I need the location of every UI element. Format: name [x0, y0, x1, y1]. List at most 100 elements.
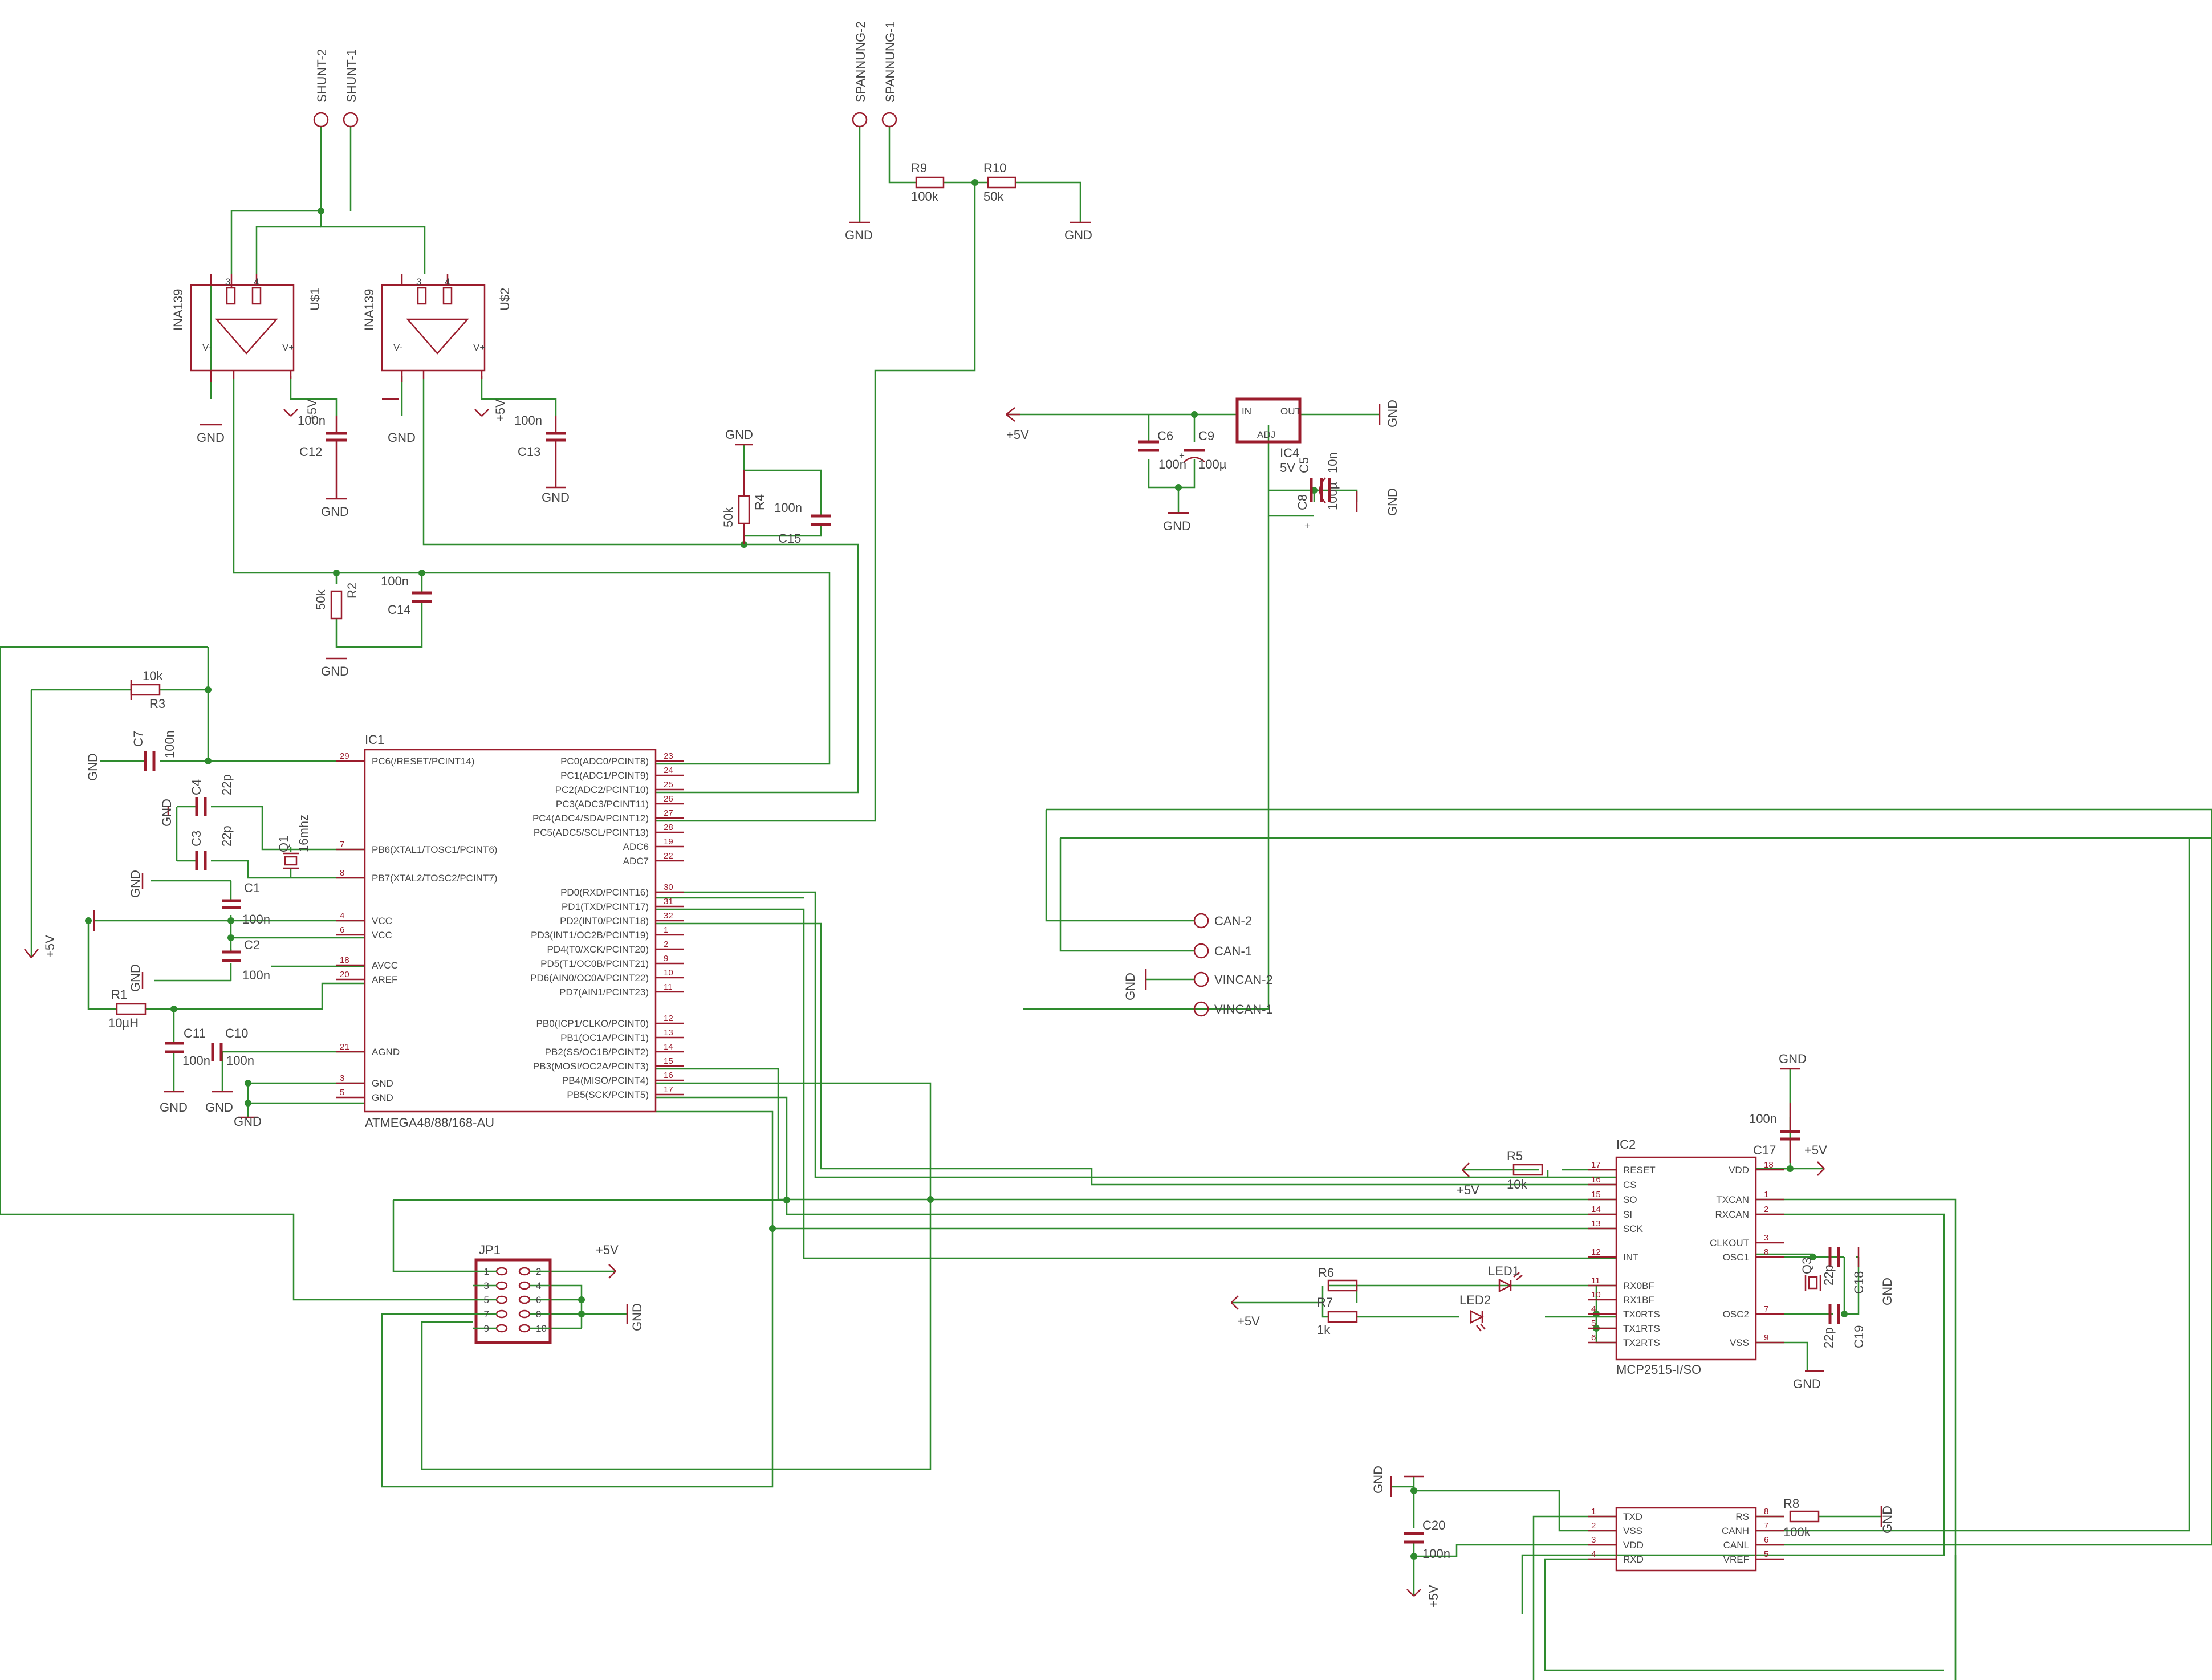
r7-name: R7 — [1317, 1295, 1333, 1309]
capacitor-c3[interactable]: C3 22p — [189, 825, 234, 870]
resistor-r6[interactable]: R6 — [1318, 1266, 1358, 1292]
c13-name: C13 — [518, 445, 540, 459]
c14-name: C14 — [388, 603, 410, 617]
ic1-pin-label: PC0(ADC0/PCINT8) — [560, 756, 649, 767]
c11-name: C11 — [184, 1026, 206, 1040]
connector-shunt-1[interactable]: SHUNT-1 — [343, 49, 359, 128]
ic1-pin-label: PC3(ADC3/PCINT11) — [556, 799, 649, 810]
ic1-pin-label: PC5(ADC5/SCL/PCINT13) — [534, 827, 649, 838]
c17-value: 100n — [1749, 1112, 1777, 1126]
ic1-pin-label: PB6(XTAL1/TOSC1/PCINT6) — [372, 844, 497, 855]
c12-name: C12 — [299, 445, 322, 459]
capacitor-c19[interactable]: C19 22p — [1821, 1304, 1866, 1348]
capacitor-c15[interactable]: 100n C15 — [774, 501, 831, 546]
capacitor-c8[interactable]: + C8 100µ — [1295, 477, 1340, 531]
connector-spannung-2[interactable]: SPANNUNG-2 — [852, 21, 868, 128]
capacitor-c14[interactable]: 100n C14 — [381, 574, 432, 617]
capacitor-c7[interactable]: C7 100n — [131, 730, 177, 771]
resistor-r5[interactable]: R5 10k — [1507, 1149, 1543, 1191]
capacitor-c11[interactable]: C11 100n — [165, 1026, 210, 1068]
ic1-pin-label: PB4(MISO/PCINT4) — [562, 1075, 649, 1086]
jp1-pin-3: 3 — [473, 1280, 508, 1291]
led-led1[interactable]: LED1 — [1488, 1264, 1523, 1293]
resistor-r10[interactable]: R10 50k — [983, 161, 1016, 204]
capacitor-c12[interactable]: 100n C12 — [298, 413, 347, 499]
capacitor-c10[interactable]: C10 100n — [211, 1026, 254, 1068]
jp1-pin-num: 8 — [536, 1309, 541, 1320]
jp1-pin-7: 7 — [473, 1309, 508, 1320]
r2-name: R2 — [345, 583, 359, 599]
wires — [0, 127, 2212, 1680]
ic1-pin-label: PC2(ADC2/PCINT10) — [555, 784, 649, 795]
connector-can-1[interactable]: CAN-1 — [1193, 943, 1252, 959]
capacitor-c9[interactable]: + C9 100µ — [1179, 429, 1227, 471]
connector-vincan-1[interactable]: VINCAN-1 — [1193, 1001, 1273, 1017]
regulator-ic4[interactable]: IN OUT ADJ IC4 5V — [1235, 397, 1302, 475]
connector-shunt-2[interactable]: SHUNT-2 — [313, 49, 329, 128]
ic1-pin-label: VCC — [372, 916, 392, 926]
capacitor-c17[interactable]: 100n C17 — [1749, 1103, 1800, 1163]
resistor-r8[interactable]: R8 100k — [1783, 1496, 1820, 1539]
capacitor-c1[interactable]: C1 100n — [222, 881, 270, 926]
led-led2[interactable]: LED2 — [1459, 1293, 1491, 1332]
gnd-label-u2: GND — [388, 430, 416, 445]
r6-name: R6 — [1318, 1266, 1334, 1280]
connector-spannung-1[interactable]: SPANNUNG-1 — [881, 21, 897, 128]
gnd-label-c2: GND — [128, 964, 143, 992]
crystal-q3[interactable]: Q3 — [1800, 1258, 1821, 1291]
connector-can-2[interactable]: CAN-2 — [1193, 913, 1252, 929]
gnd-label-ic1: GND — [234, 1114, 262, 1129]
ic4-name: IC4 — [1280, 446, 1299, 460]
capacitor-c20[interactable]: C20 100n — [1404, 1518, 1450, 1561]
q1-value: 16mhz — [296, 815, 311, 852]
c7-name: C7 — [131, 731, 145, 747]
resistor-r9[interactable]: R9 100k — [911, 161, 945, 204]
led1-name: LED1 — [1488, 1264, 1519, 1278]
connector-vincan-2[interactable]: VINCAN-2 — [1193, 971, 1273, 987]
ic1-pin-label: PD3(INT1/OC2B/PCINT19) — [531, 930, 649, 941]
resistor-r2[interactable]: 50k R2 — [314, 583, 359, 620]
capacitor-c13[interactable]: 100n C13 — [514, 413, 566, 487]
gnd-label-r10: GND — [1064, 228, 1092, 242]
ic3-pin-num: 7 — [1764, 1521, 1768, 1531]
capacitor-c18[interactable]: C18 22p — [1821, 1247, 1866, 1294]
resistor-r1[interactable]: R1 10µH — [108, 987, 147, 1030]
resistor-r3[interactable]: 10k R3 — [130, 669, 165, 711]
resistor-r7[interactable]: R7 1k — [1317, 1295, 1358, 1337]
capacitor-c6[interactable]: C6 100n — [1138, 429, 1186, 471]
ic2-pin-label: RXCAN — [1715, 1209, 1749, 1220]
ic1-pin-num: 23 — [664, 751, 673, 761]
ic3-pin-num: 5 — [1764, 1549, 1768, 1559]
q3-name: Q3 — [1800, 1258, 1814, 1274]
ic3-pin-label: VDD — [1623, 1540, 1644, 1551]
c3-name: C3 — [189, 831, 204, 847]
ic1-pin-label: ADC7 — [623, 856, 649, 867]
gnd-label-c11: GND — [160, 1100, 188, 1114]
ic1-pin-num: 28 — [664, 823, 673, 832]
capacitor-c4[interactable]: C4 22p — [189, 774, 234, 816]
resistor-r4[interactable]: 50k R4 — [721, 470, 767, 544]
connector-spannung-2-label: SPANNUNG-2 — [853, 21, 868, 103]
ina139-u2[interactable]: 3 4 V- V+ INA139 U$2 — [362, 274, 512, 382]
crystal-q1[interactable]: Q1 16mhz — [276, 815, 311, 869]
ic1-value: ATMEGA48/88/168-AU — [365, 1116, 494, 1130]
capacitor-c5[interactable]: C5 10n — [1297, 452, 1340, 502]
ic3-pin-label: RS — [1735, 1511, 1749, 1522]
capacitor-c2[interactable]: C2 100n — [222, 938, 270, 982]
ina139-u1[interactable]: 3 4 V- V+ INA139 U$1 — [171, 274, 322, 382]
